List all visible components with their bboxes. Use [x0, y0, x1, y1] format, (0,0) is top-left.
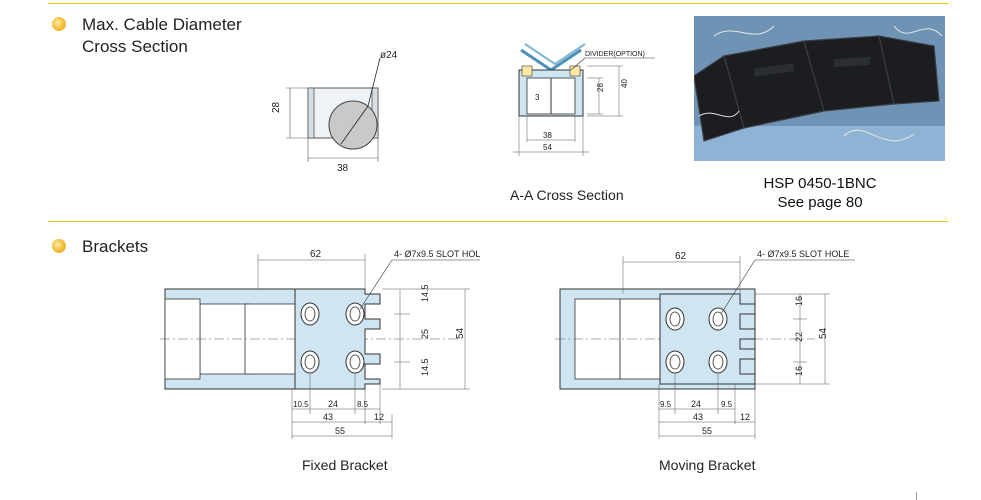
fixed-dim-24: 24	[328, 399, 338, 409]
dim-3-label: 3	[535, 93, 540, 102]
moving-bracket-diagram: 62 4- Ø7x9.5 SLOT HOLE 16 22 16 54 9.5 2…	[555, 249, 855, 439]
divider-label: DIVIDER(OPTION)	[585, 51, 645, 58]
moving-dim-55: 55	[702, 426, 712, 436]
moving-dim-95b: 9.5	[721, 400, 733, 409]
moving-dim-54: 54	[818, 327, 829, 339]
page-corner-mark	[916, 492, 917, 500]
moving-dim-95a: 9.5	[660, 400, 672, 409]
fixed-slot-label: 4- Ø7x9.5 SLOT HOLE	[394, 249, 480, 259]
moving-dim-24: 24	[691, 399, 701, 409]
fixed-dim-62: 62	[310, 249, 322, 260]
section-title-line2: Cross Section	[82, 37, 188, 56]
section-title-cable: Max. Cable Diameter Cross Section	[82, 14, 242, 58]
section-bullet-icon	[52, 17, 66, 31]
dim-28-label: 28	[596, 83, 605, 92]
fixed-dim-145a: 14.5	[420, 284, 430, 302]
section-title-line1: Max. Cable Diameter	[82, 15, 242, 34]
moving-bracket-caption: Moving Bracket	[659, 457, 756, 473]
aa-cross-section-diagram: DIVIDER(OPTION) 3 28 40 38 54	[513, 43, 655, 156]
moving-dim-43: 43	[693, 412, 703, 422]
cable-circle	[328, 100, 378, 150]
fixed-dim-85: 8.5	[357, 400, 369, 409]
product-model: HSP 0450-1BNC	[763, 175, 877, 192]
section-title-brackets: Brackets	[82, 237, 149, 256]
dim-54-label: 54	[543, 143, 552, 152]
fixed-dim-145b: 14.5	[420, 358, 430, 376]
moving-dim-62: 62	[675, 251, 687, 262]
diameter-label: ø24	[380, 50, 398, 61]
fixed-bracket-caption: Fixed Bracket	[302, 457, 388, 473]
aa-section-caption: A-A Cross Section	[510, 187, 624, 203]
section-divider-middle	[48, 221, 948, 222]
fixed-dim-25: 25	[420, 329, 430, 339]
dim-40-label: 40	[620, 79, 629, 88]
section-divider-top	[48, 3, 948, 4]
fixed-dim-12: 12	[374, 412, 384, 422]
fixed-dim-43: 43	[323, 412, 333, 422]
section-bullet-icon-2	[52, 239, 66, 253]
product-info: HSP 0450-1BNC See page 80	[740, 174, 900, 212]
moving-dim-16a: 16	[794, 296, 804, 306]
moving-dim-16b: 16	[794, 366, 804, 376]
fixed-bracket-diagram: 62 4- Ø7x9.5 SLOT HOLE 14.5 25 14.5 54 1…	[160, 249, 480, 439]
moving-dim-22: 22	[794, 332, 804, 342]
height-label: 28	[271, 101, 282, 113]
product-see-page: See page 80	[777, 194, 863, 211]
product-photo	[694, 16, 945, 161]
fixed-dim-54: 54	[455, 327, 466, 339]
moving-dim-12: 12	[740, 412, 750, 422]
width-label: 38	[337, 163, 349, 174]
fixed-dim-105: 10.5	[293, 400, 309, 409]
fixed-dim-55: 55	[335, 426, 345, 436]
cable-diameter-diagram: ø24 28 38	[271, 50, 398, 174]
moving-slot-label: 4- Ø7x9.5 SLOT HOLE	[757, 249, 849, 259]
dim-38-label: 38	[543, 131, 552, 140]
